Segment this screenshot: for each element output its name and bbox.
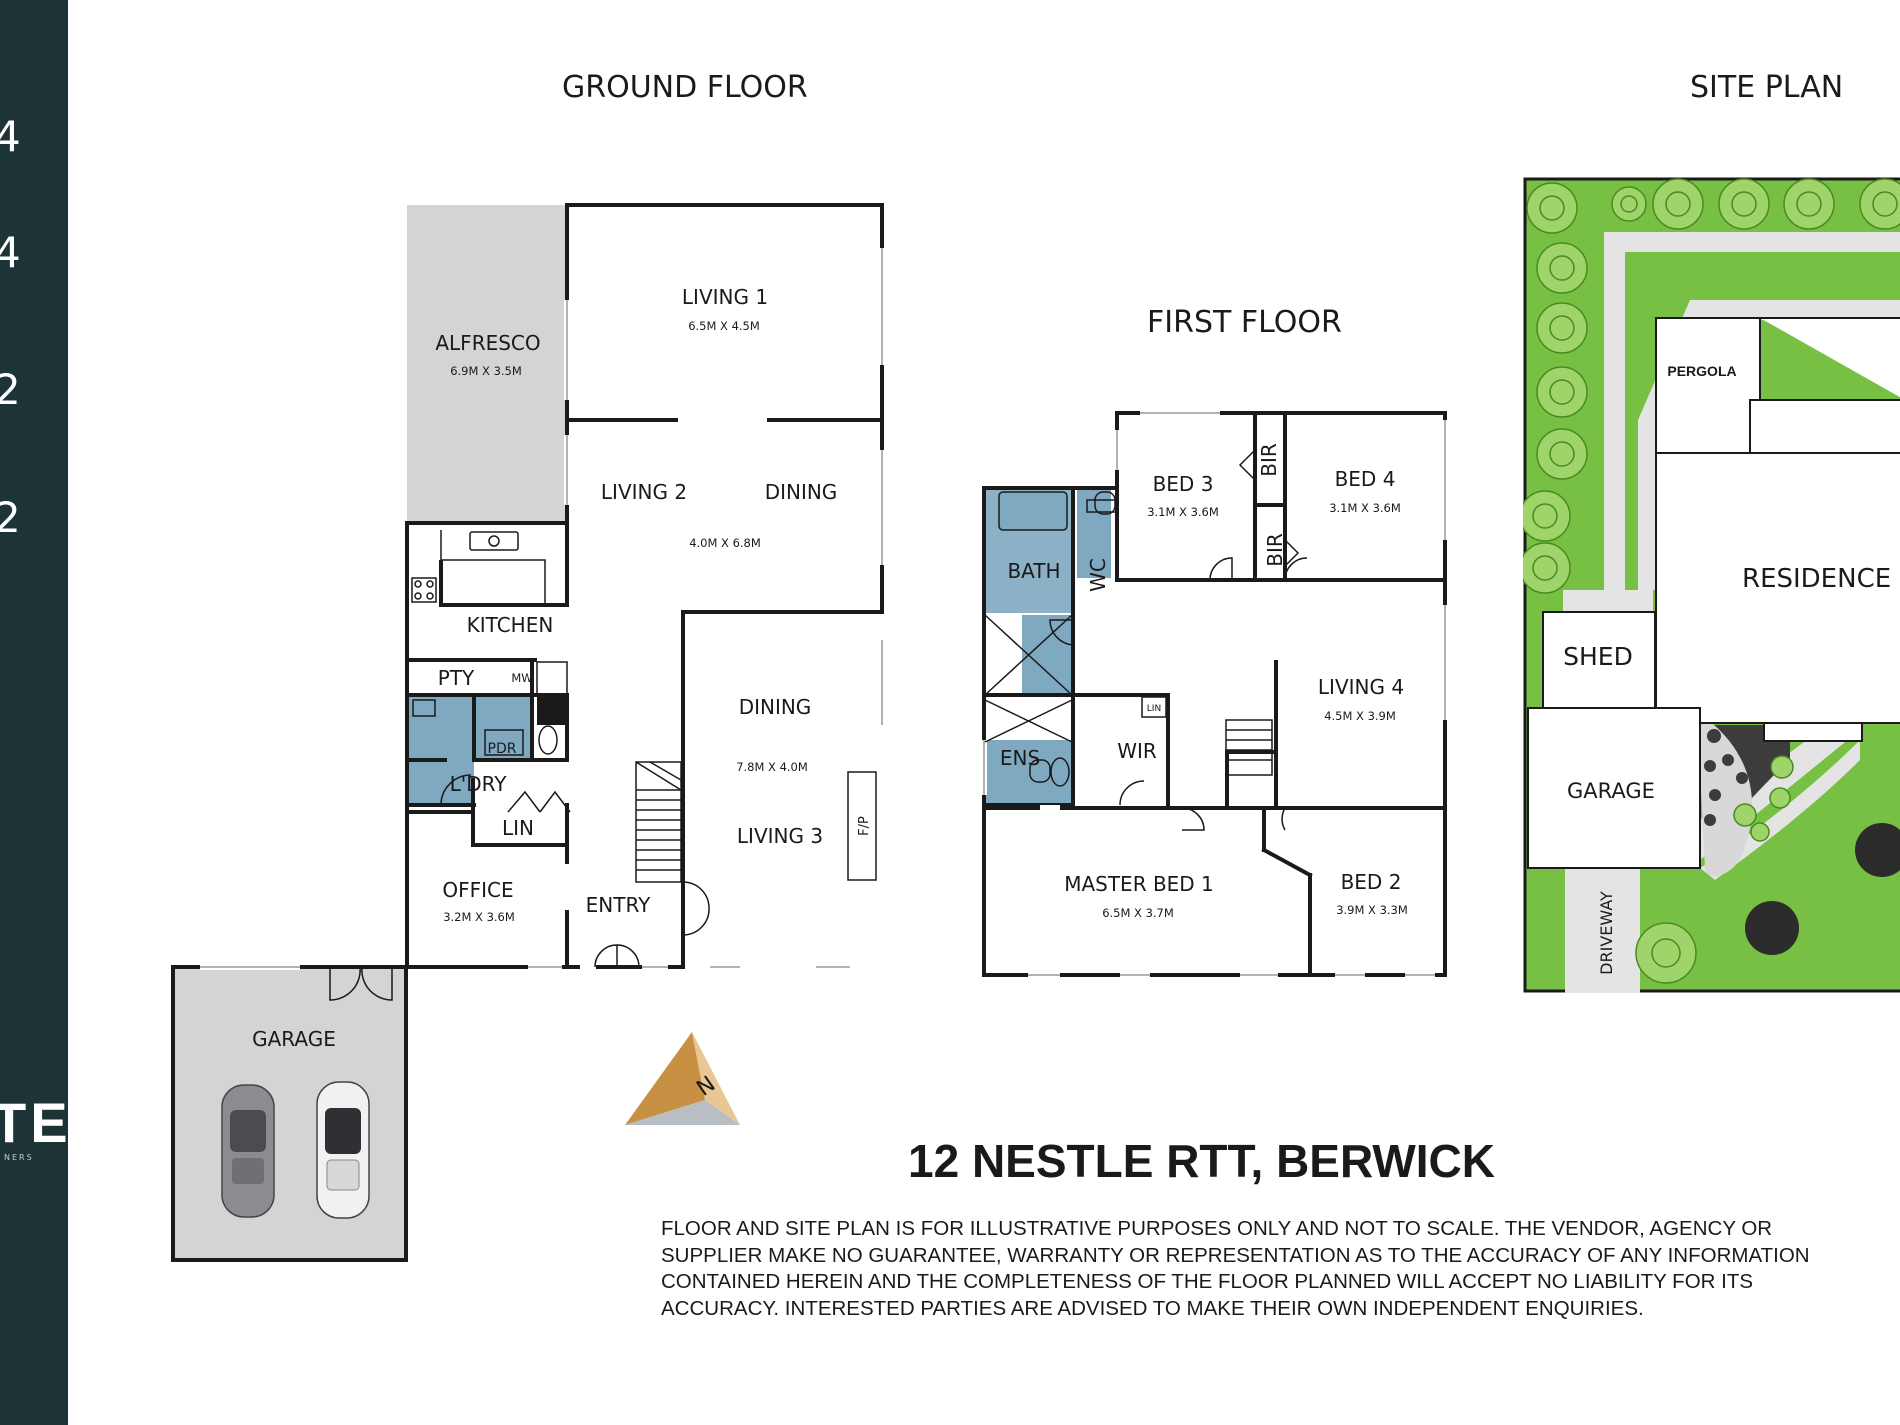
site-label-residence: RESIDENCE — [1742, 564, 1891, 594]
room-label-microwave: MW — [511, 671, 532, 685]
site-plan: PERGOLA RESIDENCE SHED GARAGE DRIVEWAY — [1523, 177, 1900, 993]
pergola-box — [1655, 317, 1761, 454]
room-dims-bed-3: 3.1M X 3.6M — [1147, 505, 1219, 519]
shed-box — [1542, 611, 1656, 709]
brand-tagline: NERS — [4, 1153, 34, 1162]
ground-floor-heading: GROUND FLOOR — [562, 70, 808, 105]
room-label-bir-2: BIR — [1263, 533, 1287, 567]
room-label-fireplace: F/P — [857, 816, 872, 836]
room-label-laundry: L'DRY — [450, 772, 508, 796]
room-label-pantry: PTY — [438, 666, 475, 690]
sidebar-number: 2 — [0, 365, 21, 414]
dark-shrub — [1855, 823, 1900, 877]
laundry-wet-area — [408, 695, 474, 805]
alfresco-area — [407, 205, 567, 523]
room-label-living-3: LIVING 3 — [737, 824, 823, 848]
first-floor-plan: BED 3 3.1M X 3.6M BIR BIR BED 4 3.1M X 3… — [981, 410, 1448, 978]
room-dims-master-bed: 6.5M X 3.7M — [1102, 906, 1174, 920]
room-label-dining-2: DINING — [739, 695, 812, 719]
room-label-living-1: LIVING 1 — [682, 285, 768, 309]
sidebar: 4 4 2 2 TE NERS — [0, 0, 68, 1425]
car-grey-icon — [221, 1084, 275, 1218]
room-dims-alfresco: 6.9M X 3.5M — [450, 364, 522, 378]
porch-box — [1763, 722, 1863, 742]
room-label-master-bed: MASTER BED 1 — [1064, 872, 1214, 896]
site-label-pergola: PERGOLA — [1667, 363, 1736, 379]
room-dims-bed-2: 3.9M X 3.3M — [1336, 903, 1408, 917]
room-dims-living-2: 4.0M X 6.8M — [689, 536, 761, 550]
wc-wet-area — [1077, 488, 1111, 578]
site-plan-heading: SITE PLAN — [1690, 70, 1844, 105]
room-label-bed-2: BED 2 — [1341, 870, 1402, 894]
brand-logo-text: TE — [0, 1091, 72, 1154]
bath-wet-area — [984, 488, 1073, 613]
room-label-bath: BATH — [1007, 559, 1060, 583]
room-label-living-4: LIVING 4 — [1318, 675, 1404, 699]
room-label-ensuite: ENS — [1000, 746, 1040, 770]
room-label-linen: LIN — [1147, 704, 1161, 714]
sidebar-number: 4 — [0, 228, 21, 277]
room-dims-living-1: 6.5M X 4.5M — [688, 319, 760, 333]
room-dims-dining-living-3: 7.8M X 4.0M — [736, 760, 808, 774]
room-dims-living-4: 4.5M X 3.9M — [1324, 709, 1396, 723]
room-label-alfresco: ALFRESCO — [435, 331, 540, 355]
room-label-entry: ENTRY — [586, 893, 651, 917]
room-label-bed-3: BED 3 — [1153, 472, 1214, 496]
first-floor-heading: FIRST FLOOR — [1147, 305, 1342, 340]
dark-shrub — [1745, 901, 1799, 955]
room-label-kitchen: KITCHEN — [467, 613, 554, 637]
room-label-linen: LIN — [502, 816, 534, 840]
room-label-bed-4: BED 4 — [1335, 467, 1396, 491]
car-white-icon — [316, 1081, 370, 1219]
sidebar-number: 2 — [0, 493, 21, 542]
fridge-block — [537, 695, 567, 725]
ground-floor-plan: ALFRESCO 6.9M X 3.5M LIVING 1 6.5M X 4.5… — [171, 203, 885, 1262]
disclaimer-text: FLOOR AND SITE PLAN IS FOR ILLUSTRATIVE … — [661, 1217, 1810, 1320]
site-garage-box — [1527, 707, 1701, 869]
site-label-shed: SHED — [1563, 642, 1633, 671]
room-label-powder: PDR — [488, 741, 517, 757]
garage-area — [173, 967, 406, 1260]
north-compass-icon: N — [625, 1032, 740, 1125]
room-label-bir-1: BIR — [1257, 443, 1281, 477]
room-label-wir: WIR — [1117, 739, 1157, 763]
room-dims-bed-4: 3.1M X 3.6M — [1329, 501, 1401, 515]
room-dims-office: 3.2M X 3.6M — [443, 910, 515, 924]
room-label-office: OFFICE — [442, 878, 513, 902]
site-label-garage: GARAGE — [1567, 779, 1655, 803]
ensuite-wet-area — [984, 740, 1073, 805]
room-label-dining: DINING — [765, 480, 838, 504]
room-label-living-2: LIVING 2 — [601, 480, 687, 504]
property-address: 12 NESTLE RTT, BERWICK — [908, 1135, 1495, 1187]
room-label-wc: WC — [1086, 558, 1110, 592]
site-label-driveway: DRIVEWAY — [1597, 891, 1616, 975]
sidebar-number: 4 — [0, 112, 21, 161]
room-label-garage: GARAGE — [252, 1027, 336, 1051]
shower-area — [1022, 615, 1072, 695]
residence-box — [1655, 452, 1900, 724]
